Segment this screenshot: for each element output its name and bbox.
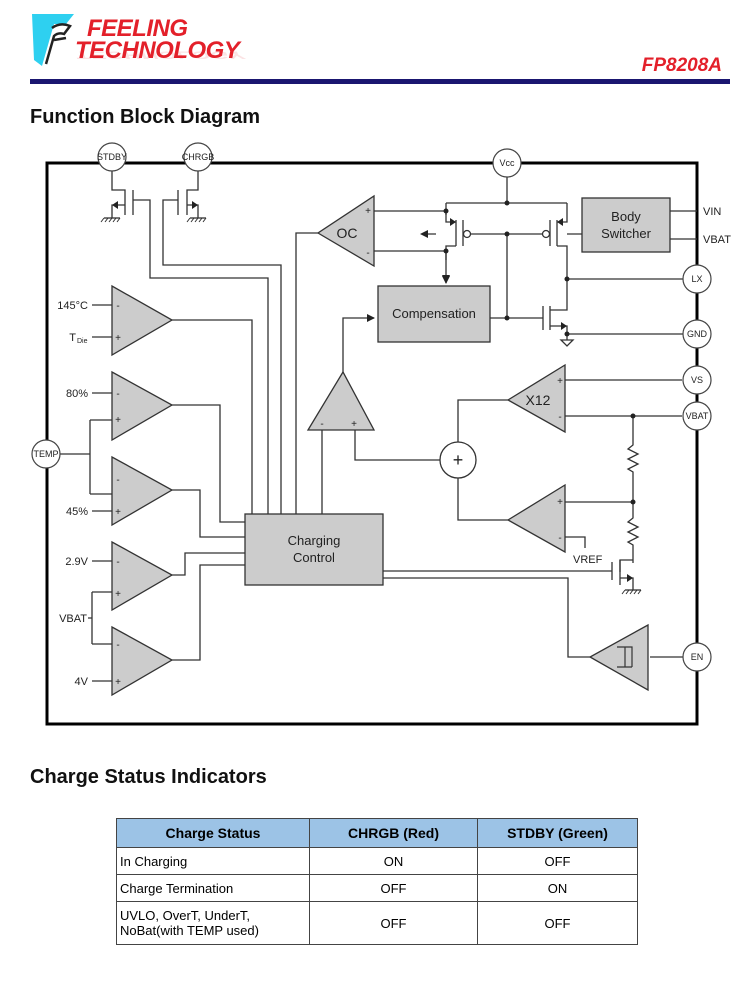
x12-label: X12 [526, 392, 551, 408]
status-cell: UVLO, OverT, UnderT, NoBat(with TEMP use… [116, 901, 310, 945]
brand-name-line2: TECHNOLOGY [75, 37, 240, 64]
chrgb-cell: ON [309, 847, 478, 875]
summer-plus: + [453, 450, 464, 470]
c45-minus: - [116, 475, 119, 486]
tdie-comp-minus: - [116, 301, 119, 312]
c4-minus: - [116, 640, 119, 651]
charging-control-label-2: Control [293, 550, 335, 565]
oc-label: OC [337, 225, 358, 241]
vin-label: VIN [703, 206, 721, 218]
charging-control-label-1: Charging [288, 533, 341, 548]
logo-mark-icon [32, 14, 74, 66]
pin-stdby [97, 142, 127, 172]
pin-label-lx: LX [691, 274, 702, 284]
section-title-block-diagram: Function Block Diagram [30, 106, 261, 128]
chrgb-cell: OFF [309, 901, 478, 945]
comparator-45pct [111, 455, 174, 527]
section-title-charge-status: Charge Status Indicators [30, 766, 267, 788]
tdie-comp-plus: + [115, 333, 121, 344]
pin-en [682, 642, 712, 672]
comparator-4v [111, 625, 174, 697]
summing-junction [439, 441, 477, 479]
oc-plus: + [365, 206, 371, 217]
function-block-diagram: + STDBY CHRGB Vcc LX GND VS VBAT TEMP EN… [31, 142, 731, 726]
c80-plus: + [115, 415, 121, 426]
table-row: Charge Termination OFF ON [116, 874, 638, 902]
status-cell: In Charging [116, 847, 310, 875]
pin-chrgb [183, 142, 213, 172]
cv-plus: + [557, 497, 563, 508]
en-schmitt-buffer [588, 623, 649, 692]
charging-control-block [244, 513, 384, 586]
label-145c: 145°C [57, 300, 88, 312]
column-header: STDBY (Green) [477, 818, 638, 848]
header-divider [30, 79, 730, 84]
column-header: Charge Status [116, 818, 310, 848]
label-2v9: 2.9V [65, 556, 88, 568]
label-4v: 4V [75, 676, 89, 688]
pin-label-en: EN [691, 652, 704, 662]
body-switcher-label-1: Body [611, 209, 641, 224]
error-amplifier [306, 370, 376, 431]
pin-label-vbat: VBAT [686, 411, 709, 421]
label-tdie-sub: Die [77, 338, 88, 345]
stdby-cell: ON [477, 874, 638, 902]
pin-label-vcc: Vcc [499, 158, 515, 168]
brand-reflection: TECHNOLOGY [75, 48, 245, 61]
c29-minus: - [116, 557, 119, 568]
label-45pct: 45% [66, 506, 88, 518]
pin-label-stdby: STDBY [97, 152, 127, 162]
stdby-cell: OFF [477, 847, 638, 875]
status-line2: NoBat(with TEMP used) [120, 923, 259, 938]
stdby-cell: OFF [477, 901, 638, 945]
status-line1: UVLO, OverT, UnderT, [120, 908, 251, 923]
label-tdie: T [69, 332, 76, 344]
chrgb-cell: OFF [309, 874, 478, 902]
c80-minus: - [116, 389, 119, 400]
pin-label-temp: TEMP [33, 449, 58, 459]
c29-plus: + [115, 589, 121, 600]
pin-label-chrgb: CHRGB [182, 152, 215, 162]
x12-minus: - [558, 412, 561, 423]
part-number: FP8208A [641, 55, 722, 76]
temp-die-comparator [111, 284, 174, 357]
label-80pct: 80% [66, 388, 88, 400]
comparator-2v9 [111, 540, 174, 612]
x12-amplifier [506, 363, 566, 434]
pin-gnd [682, 319, 712, 349]
compensation-label: Compensation [392, 306, 476, 321]
oc-comparator [316, 194, 375, 268]
table-row: UVLO, OverT, UnderT, NoBat(with TEMP use… [116, 901, 638, 945]
ea-plus: + [351, 419, 357, 430]
table-row: In Charging ON OFF [116, 847, 638, 875]
pin-vs [682, 365, 712, 395]
oc-minus: - [366, 248, 369, 259]
pin-temp [31, 439, 61, 469]
label-vref: VREF [573, 554, 603, 566]
company-logo: FEELING TECHNOLOGY TECHNOLOGY [30, 10, 270, 70]
table-header-row: Charge Status CHRGB (Red) STDBY (Green) [116, 818, 638, 848]
pin-lx [682, 264, 712, 294]
body-switcher-label-2: Switcher [601, 226, 652, 241]
column-header: CHRGB (Red) [309, 818, 478, 848]
schmitt-trigger-icon [617, 646, 633, 668]
ea-minus: - [320, 419, 323, 430]
comparator-80pct [111, 370, 174, 442]
body-switcher-block [581, 197, 671, 253]
pin-label-vs: VS [691, 375, 703, 385]
cv-minus: - [558, 533, 561, 544]
brand-name-line1: FEELING [87, 15, 188, 42]
charge-status-table: Charge Status CHRGB (Red) STDBY (Green) … [116, 818, 638, 945]
c4-plus: + [115, 677, 121, 688]
label-vbat-left: VBAT [59, 613, 87, 625]
pin-vbat [682, 401, 712, 431]
cv-amplifier [506, 483, 566, 554]
status-cell: Charge Termination [116, 874, 310, 902]
x12-plus: + [557, 376, 563, 387]
pin-vcc [492, 148, 522, 178]
c45-plus: + [115, 507, 121, 518]
compensation-block [377, 285, 491, 343]
pin-label-gnd: GND [687, 329, 708, 339]
vbat-input-label: VBAT [703, 234, 731, 246]
